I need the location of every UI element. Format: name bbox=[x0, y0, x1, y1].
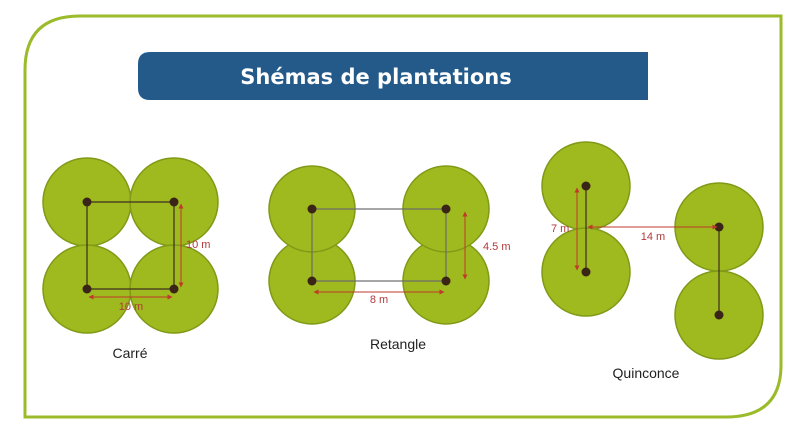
tree-trunk bbox=[82, 284, 92, 294]
tree-trunk bbox=[307, 204, 317, 214]
dimension-label-vertical: 7 m bbox=[551, 223, 569, 235]
tree-trunk bbox=[581, 267, 591, 277]
scheme-caption: Quinconce bbox=[613, 365, 680, 381]
scheme-caption: Retangle bbox=[370, 336, 426, 352]
title-banner bbox=[138, 52, 648, 100]
dimension-label-vertical: 4.5 m bbox=[483, 241, 511, 253]
dimension-label-horizontal: 10 m bbox=[119, 301, 143, 313]
tree-trunk bbox=[441, 204, 451, 214]
page-title: Shémas de plantations bbox=[240, 65, 511, 89]
tree-trunk bbox=[714, 310, 724, 320]
dimension-label-horizontal: 8 m bbox=[370, 294, 388, 306]
tree-trunk bbox=[307, 276, 317, 286]
spacing-rectangle bbox=[311, 208, 447, 282]
tree-trunk bbox=[169, 284, 179, 294]
dimension-label-vertical: 10 m bbox=[186, 239, 210, 251]
scheme-caption: Carré bbox=[112, 345, 147, 361]
scheme-retangle: 4.5 m 8 m Retangle bbox=[268, 165, 511, 352]
tree-trunk bbox=[82, 197, 92, 207]
scheme-quinconce: 7 m 14 m Quinconce bbox=[541, 141, 764, 381]
diagram-frame bbox=[23, 14, 783, 419]
tree-trunk bbox=[441, 276, 451, 286]
dimension-label-horizontal: 14 m bbox=[641, 231, 665, 243]
tree-trunk bbox=[581, 181, 591, 191]
scheme-carre: 10 m 10 m Carré bbox=[42, 157, 219, 361]
spacing-square bbox=[86, 201, 175, 290]
tree-trunk bbox=[169, 197, 179, 207]
